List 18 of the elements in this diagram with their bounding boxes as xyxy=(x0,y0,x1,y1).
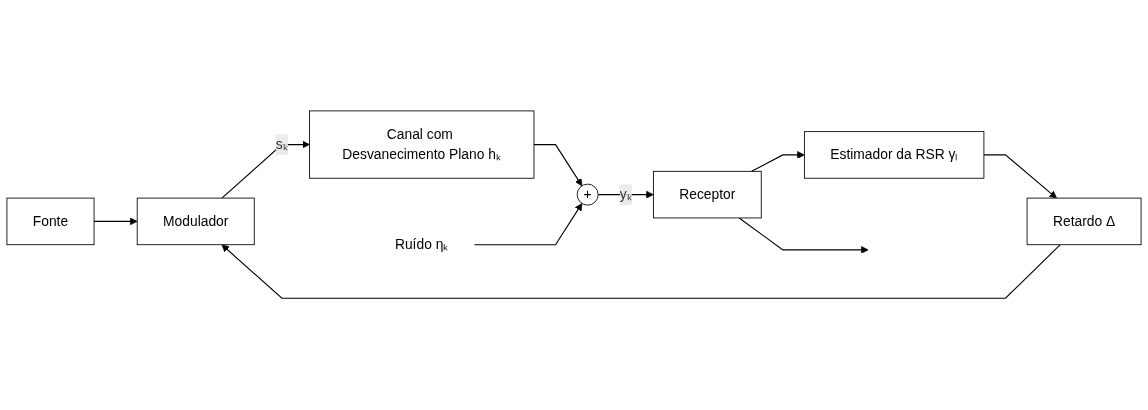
edge-label: sₖ xyxy=(275,137,288,152)
arrow xyxy=(93,218,138,226)
arrow xyxy=(983,154,1057,199)
node-box: Modulador xyxy=(136,198,255,246)
arrow xyxy=(221,141,310,200)
node-box: Canal com Desvanecimento Plano hₖ xyxy=(309,110,535,180)
node-box: Retardo Δ xyxy=(1026,198,1142,246)
edge-label: yₖ xyxy=(619,187,632,202)
arrow xyxy=(751,151,805,173)
node-box: Estimador da RSR γₗ xyxy=(803,131,985,180)
arrow xyxy=(221,244,1061,300)
node-text: Ruído ηₖ xyxy=(394,237,449,253)
node-box: Receptor xyxy=(652,171,762,219)
node-circle: + xyxy=(576,184,599,206)
arrow xyxy=(533,144,583,187)
arrow xyxy=(738,217,869,255)
node-box: Fonte xyxy=(6,198,95,246)
arrow xyxy=(473,203,583,246)
